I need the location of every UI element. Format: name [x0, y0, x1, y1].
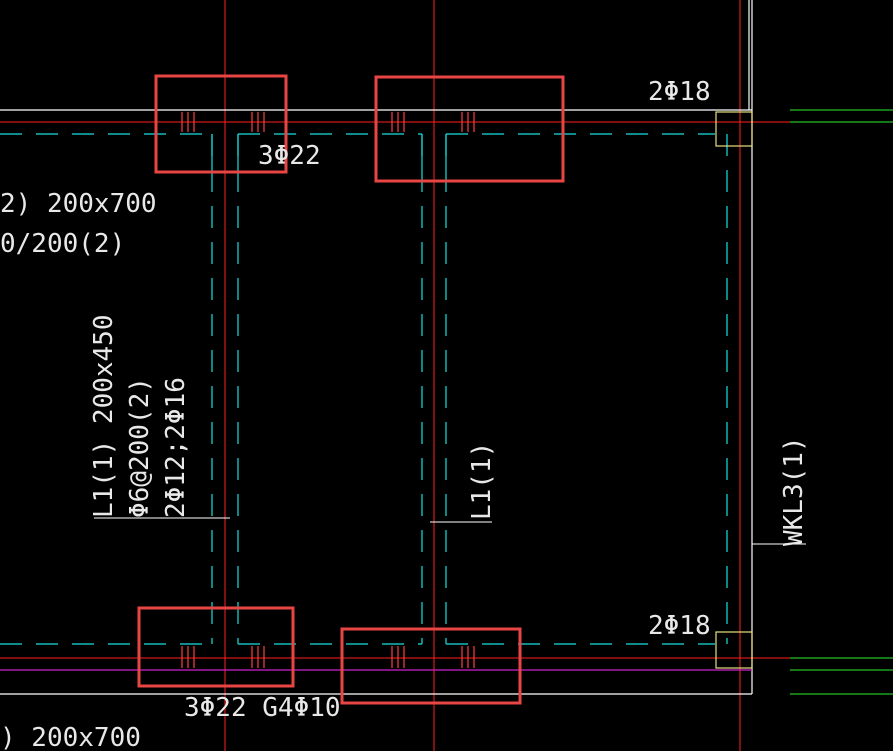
column-markers [715, 111, 753, 669]
label-bottom-rebar: 2Φ18 [648, 611, 711, 641]
label-bottom-bar: 3Φ22 G4Φ10 [184, 693, 341, 723]
label-l1-center: L1(1) [467, 442, 497, 520]
joint-outlines [211, 134, 447, 170]
highlight-box-top-center [374, 75, 565, 183]
label-l1-spec-line3: 2Φ12;2Φ16 [161, 377, 191, 518]
label-top-bar: 3Φ22 [258, 141, 321, 171]
column-marker-bottom-right [715, 631, 753, 669]
hidden-lines [0, 133, 728, 645]
green-lines [790, 109, 893, 695]
highlight-box-bottom-left [137, 606, 295, 688]
label-l1-spec-line1: L1(1) 200x450 [89, 315, 119, 519]
highlight-box-top-left [154, 74, 288, 174]
label-beam-size-bottom: ) 200x700 [0, 723, 141, 751]
rebar-ticks [181, 112, 475, 668]
column-marker-top-right [715, 111, 753, 147]
label-wkl3: WKL3(1) [779, 436, 809, 546]
leader-lines [94, 517, 806, 545]
label-top-rebar: 2Φ18 [648, 77, 711, 107]
highlight-box-bottom-center [340, 627, 522, 705]
label-beam-size-top: 2) 200x700 [0, 189, 157, 219]
highlight-boxes [137, 74, 565, 705]
label-stirrup-top: 0/200(2) [0, 229, 125, 259]
label-l1-spec-line2: Φ6@200(2) [125, 377, 155, 518]
